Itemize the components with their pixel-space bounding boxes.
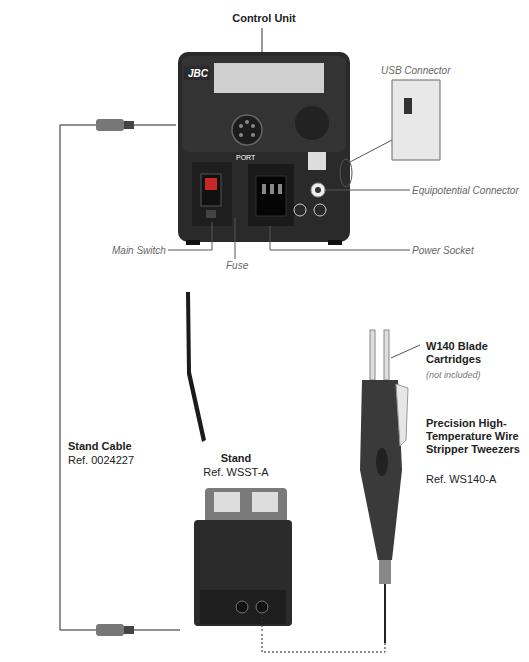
socket-inner [256, 176, 286, 216]
qr-code [308, 152, 326, 170]
holder-slot [252, 492, 278, 512]
cable-strain-relief [379, 560, 391, 584]
callout-label: Ref. 0024227 [68, 454, 134, 467]
component-box: StandRef. WSST-A [180, 450, 292, 633]
foot [328, 240, 342, 245]
pin [239, 133, 243, 137]
socket-pin [278, 184, 282, 194]
pin [245, 120, 249, 124]
stand-cable [60, 125, 180, 630]
rating-plate [214, 63, 324, 93]
cable-plug [96, 624, 124, 636]
switch-panel [192, 162, 232, 226]
reference-number: Ref. WSST-A [180, 466, 292, 479]
main-switch [201, 174, 221, 206]
round-cover [295, 106, 329, 140]
stand-rod [186, 292, 206, 442]
cable-plug-tip [124, 121, 134, 129]
control-unit-body [178, 52, 350, 242]
socket-pin [262, 184, 266, 194]
pin [251, 124, 255, 128]
tweezers-grip [396, 384, 408, 446]
component-name: Control Unit [176, 12, 352, 25]
callout-label: (not included) [426, 369, 481, 382]
callout-label: W140 Blade Cartridges [426, 340, 506, 366]
callout-label: Main Switch [112, 244, 166, 257]
cable-plug [96, 119, 124, 131]
callout-label: Equipotential Connector [412, 184, 519, 197]
connector-hole [315, 187, 321, 193]
stand-connector [236, 601, 248, 613]
callout-label: PORT [236, 151, 255, 164]
reference-number: Ref. WS140-A [426, 473, 526, 486]
tweezers-body [360, 380, 402, 560]
fuse-holder [206, 210, 216, 218]
switch-rocker [205, 178, 217, 190]
tweezers-cable [384, 584, 386, 643]
holder-slot [214, 492, 240, 512]
symbol [294, 204, 306, 216]
usb-zoom [392, 80, 440, 160]
symbol [314, 204, 326, 216]
usb-slot [404, 98, 412, 114]
power-socket [248, 164, 294, 226]
blade-cartridge [384, 330, 389, 380]
component-box: Control Unit [176, 8, 352, 248]
equipotential-connector [311, 183, 325, 197]
leader-line [270, 226, 410, 250]
callout-label: Power Socket [412, 244, 474, 257]
cable-plug-tip [124, 626, 134, 634]
callout-label: USB Connector [381, 64, 450, 77]
callout-ring [340, 159, 352, 187]
callout-label: Fuse [226, 259, 248, 272]
leader-line [391, 345, 420, 358]
tweezers-cable-link [262, 633, 385, 652]
tweezers-button [376, 448, 388, 476]
callout-label: JBC [188, 67, 208, 80]
stand-holder [205, 488, 287, 524]
port-socket [232, 115, 262, 145]
logo-area [184, 66, 210, 80]
control-unit-panel [182, 56, 346, 152]
stand-body [194, 520, 292, 626]
leader-line [326, 190, 410, 191]
component-name: Stand [180, 452, 292, 465]
leader-line [168, 222, 212, 250]
leader-line [350, 140, 392, 162]
stand-base [200, 590, 286, 624]
pin [251, 133, 255, 137]
foot [186, 240, 200, 245]
leader-line [262, 28, 263, 52]
stand-connector [256, 601, 268, 613]
leader-line [235, 218, 236, 259]
cable-name: Stand Cable [68, 440, 132, 453]
socket-pin [270, 184, 274, 194]
component-name: Precision High-Temperature Wire Stripper… [426, 417, 528, 456]
dotted-wire [262, 613, 263, 633]
blade-cartridge [370, 330, 375, 380]
pin [239, 124, 243, 128]
